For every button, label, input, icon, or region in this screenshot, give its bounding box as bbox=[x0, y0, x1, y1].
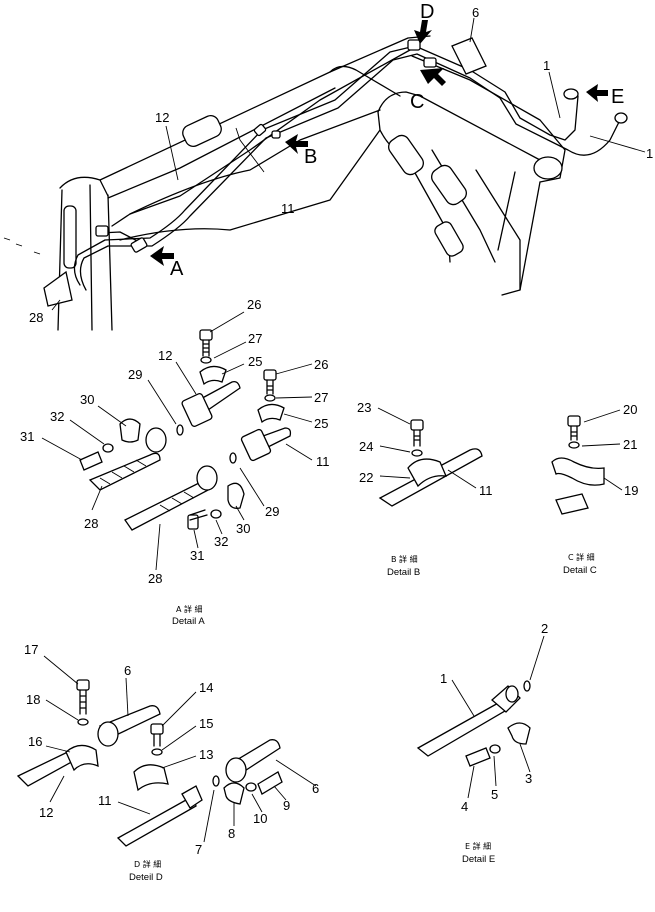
part-label: 16 bbox=[28, 734, 42, 749]
part-label: 24 bbox=[359, 439, 373, 454]
detail-d-labels: 17 6 18 16 12 14 15 13 11 7 8 10 9 6 D 詳… bbox=[24, 642, 319, 883]
arrow-a bbox=[150, 246, 174, 266]
part-label: 28 bbox=[148, 571, 162, 586]
part-label: 17 bbox=[24, 642, 38, 657]
part-label: 26 bbox=[314, 357, 328, 372]
part-label: 31 bbox=[190, 548, 204, 563]
part-label: 29 bbox=[265, 504, 279, 519]
detail-b-caption-en: Detail B bbox=[387, 567, 420, 578]
part-label: 32 bbox=[214, 534, 228, 549]
arrow-e bbox=[586, 84, 608, 102]
detail-c-labels: 20 21 19 C 詳 細 Detail C bbox=[563, 402, 638, 576]
part-label: 21 bbox=[623, 437, 637, 452]
part-label: 23 bbox=[357, 400, 371, 415]
part-label: 6 bbox=[312, 781, 319, 796]
part-label: 2 bbox=[541, 621, 548, 636]
part-label: 3 bbox=[525, 771, 532, 786]
main-part-labels: 1 1 6 11 12 28 bbox=[29, 5, 653, 325]
detail-c-drawing bbox=[551, 409, 623, 515]
part-label: 11 bbox=[316, 454, 330, 469]
detail-e-caption-jp: E 詳 細 bbox=[465, 841, 491, 851]
part-label: 9 bbox=[283, 798, 290, 813]
detail-e-caption-en: Detail E bbox=[462, 854, 495, 865]
detail-d-drawing bbox=[16, 655, 317, 847]
part-label: 4 bbox=[461, 799, 468, 814]
detail-e-drawing bbox=[416, 635, 545, 799]
part-label: 13 bbox=[199, 747, 213, 762]
boom-arm-assembly bbox=[3, 20, 628, 331]
detail-e-labels: 2 1 3 4 5 E 詳 細 Detail E bbox=[440, 621, 548, 865]
part-label: 20 bbox=[623, 402, 637, 417]
part-label: 1 bbox=[543, 58, 550, 73]
part-label: 12 bbox=[158, 348, 172, 363]
part-label: 6 bbox=[472, 5, 479, 20]
detail-c-caption-jp: C 詳 細 bbox=[568, 552, 595, 562]
part-label: 30 bbox=[80, 392, 94, 407]
part-label: 14 bbox=[199, 680, 213, 695]
detail-a-labels: 26 27 25 26 27 25 12 29 30 32 31 28 11 2… bbox=[20, 297, 330, 627]
part-label: 10 bbox=[253, 811, 267, 826]
part-label: 32 bbox=[50, 409, 64, 424]
part-label: 18 bbox=[26, 692, 40, 707]
arrow-d bbox=[414, 20, 432, 44]
part-label: 25 bbox=[314, 416, 328, 431]
callout-a: A bbox=[170, 258, 184, 280]
callout-d: D bbox=[420, 1, 434, 23]
detail-b-labels: 23 24 22 11 B 詳 細 Detail B bbox=[357, 400, 493, 578]
detail-a-caption-en: Detail A bbox=[172, 616, 205, 627]
part-label: 28 bbox=[84, 516, 98, 531]
part-label: 19 bbox=[624, 483, 638, 498]
part-label: 30 bbox=[236, 521, 250, 536]
part-label: 8 bbox=[228, 826, 235, 841]
part-label: 27 bbox=[248, 331, 262, 346]
part-label: 27 bbox=[314, 390, 328, 405]
detail-c-caption-en: Detail C bbox=[563, 565, 597, 576]
part-label: 25 bbox=[248, 354, 262, 369]
part-label: 7 bbox=[195, 842, 202, 857]
part-label: 12 bbox=[39, 805, 53, 820]
part-label: 28 bbox=[29, 310, 43, 325]
part-label: 11 bbox=[479, 483, 493, 498]
part-label: 11 bbox=[281, 201, 295, 216]
part-label: 26 bbox=[247, 297, 261, 312]
part-label: 22 bbox=[359, 470, 373, 485]
arrow-b bbox=[285, 134, 308, 154]
part-label: 1 bbox=[440, 671, 447, 686]
part-label: 31 bbox=[20, 429, 34, 444]
part-label: 5 bbox=[491, 787, 498, 802]
detail-b-caption-jp: B 詳 細 bbox=[391, 554, 418, 564]
part-label: 29 bbox=[128, 367, 142, 382]
callout-b: B bbox=[304, 146, 317, 168]
part-label: 1 bbox=[646, 146, 653, 161]
detail-d-caption-jp: D 詳 細 bbox=[134, 859, 161, 869]
detail-a-caption-jp: A 詳 細 bbox=[176, 604, 203, 614]
part-label: 15 bbox=[199, 716, 213, 731]
callout-e: E bbox=[611, 86, 624, 108]
detail-b-drawing bbox=[377, 407, 483, 507]
arrow-c bbox=[420, 68, 446, 86]
part-label: 11 bbox=[98, 793, 112, 808]
detail-a-drawing bbox=[41, 311, 313, 571]
callout-c: C bbox=[410, 91, 424, 113]
part-label: 6 bbox=[124, 663, 131, 678]
part-label: 12 bbox=[155, 110, 169, 125]
detail-d-caption-en: Deteil D bbox=[129, 872, 163, 883]
